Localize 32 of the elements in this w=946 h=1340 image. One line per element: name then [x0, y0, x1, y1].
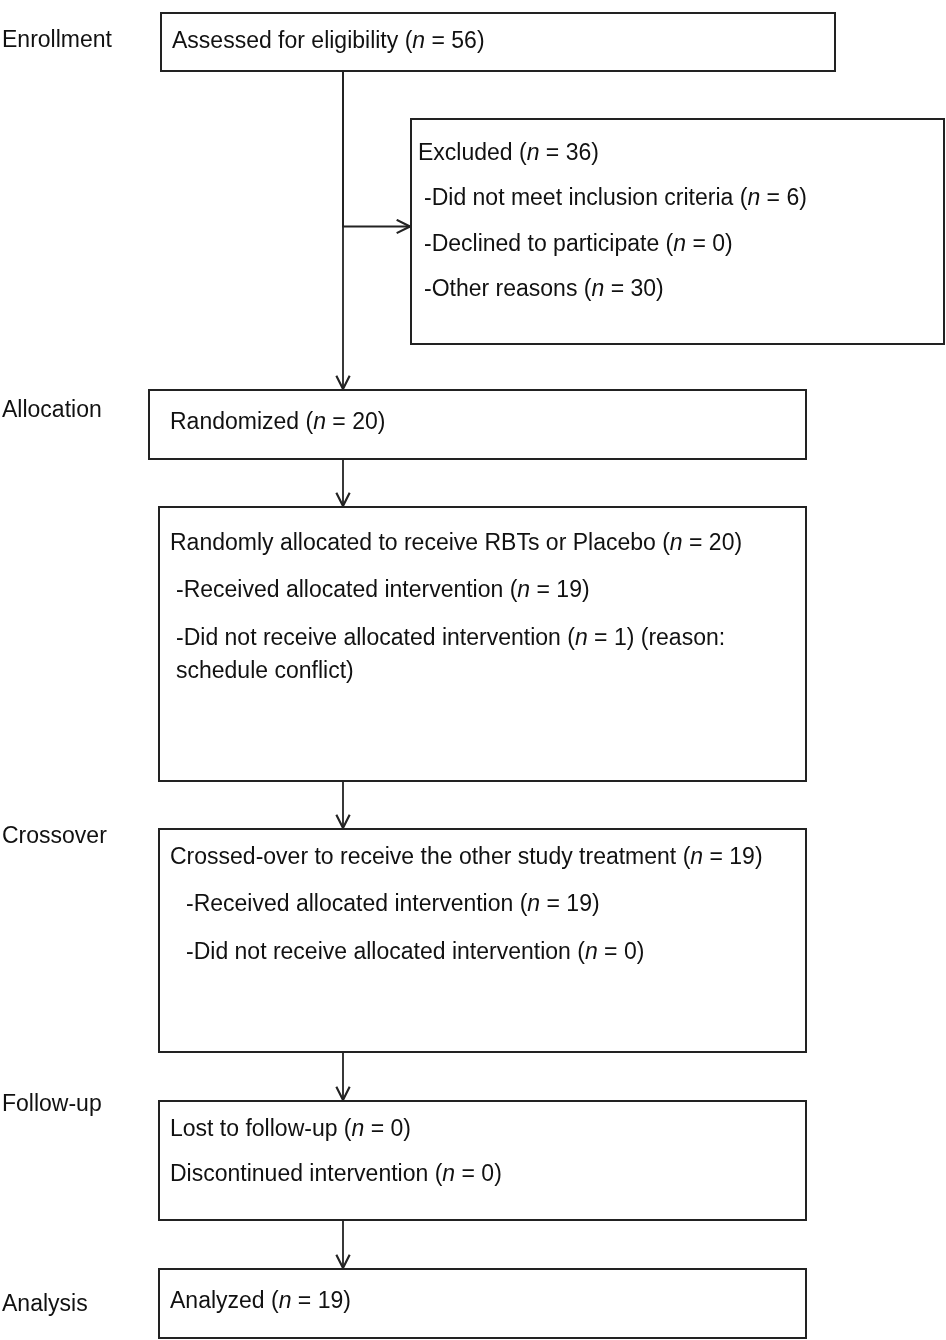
- box-text: Randomly allocated to receive RBTs or Placebo (n = 20): [170, 528, 744, 557]
- box-text: Randomized (n = 20): [170, 407, 387, 436]
- box-text: -Received allocated intervention (n = 19): [175, 575, 591, 605]
- stage-label: Allocation: [2, 396, 102, 424]
- box-text: -Did not meet inclusion criteria (n = 6): [423, 183, 808, 213]
- arrow: [335, 781, 351, 830]
- box-text: Assessed for eligibility (n = 56): [172, 26, 486, 55]
- box-text: Crossed-over to receive the other study treatment (n = 19): [170, 842, 764, 871]
- stage-label: Analysis: [2, 1290, 88, 1318]
- arrow: [335, 459, 351, 508]
- stage-label: Follow-up: [2, 1090, 102, 1118]
- box-text: -Did not receive allocated intervention (n = 1) (reason: schedule conflict): [175, 622, 727, 686]
- box-text: -Other reasons (n = 30): [423, 274, 665, 304]
- box-text: Analyzed (n = 19): [170, 1286, 352, 1315]
- process-box: [148, 389, 807, 460]
- box-text: -Did not receive allocated intervention (n = 0): [185, 936, 646, 966]
- box-text: -Received allocated intervention (n = 19): [185, 889, 601, 919]
- box-text: Lost to follow-up (n = 0): [170, 1114, 412, 1143]
- arrow: [335, 1220, 351, 1270]
- process-box: [158, 1100, 807, 1221]
- process-box: [158, 506, 807, 782]
- box-text: -Declined to participate (n = 0): [423, 228, 734, 258]
- arrow: [342, 71, 412, 235]
- process-box: [158, 1268, 807, 1339]
- arrow: [335, 1052, 351, 1102]
- box-text: Discontinued intervention (n = 0): [170, 1159, 503, 1189]
- process-box: [158, 828, 807, 1053]
- process-box: [160, 12, 836, 72]
- box-text: Excluded (n = 36): [418, 138, 600, 167]
- stage-label: Enrollment: [2, 26, 112, 54]
- process-box: [410, 118, 945, 345]
- stage-label: Crossover: [2, 822, 107, 850]
